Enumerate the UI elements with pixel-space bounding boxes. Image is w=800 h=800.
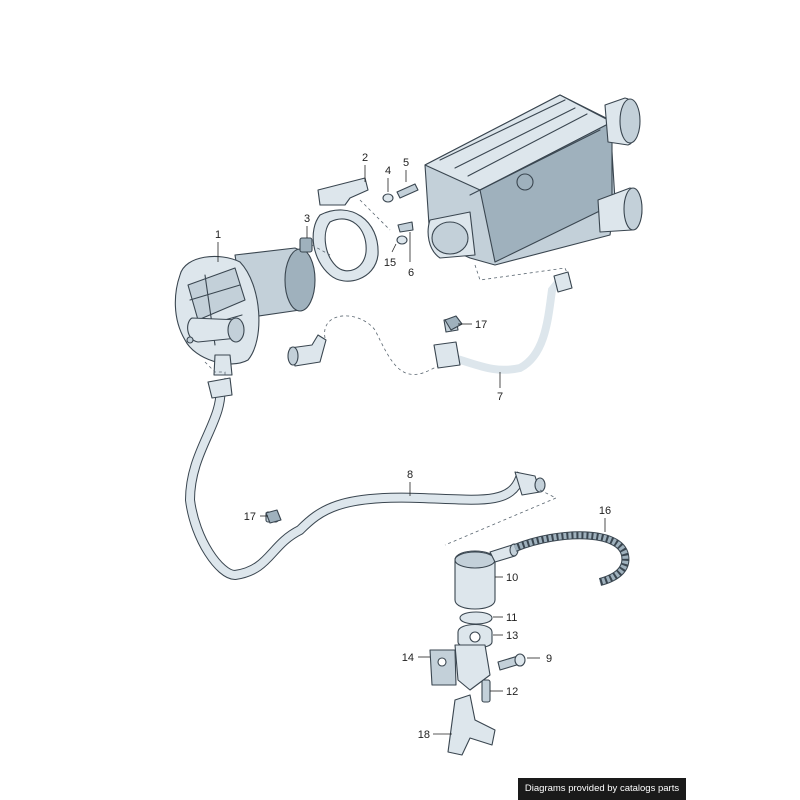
- part-label-6: 6: [408, 267, 414, 279]
- part-label-4: 4: [385, 165, 391, 177]
- gasket-11: [459, 611, 493, 625]
- elbow-connector: [287, 334, 327, 367]
- part-label-15: 15: [384, 257, 396, 269]
- part-label-2: 2: [362, 152, 368, 164]
- part-label-5: 5: [403, 157, 409, 169]
- elbow-dashline: [324, 315, 441, 375]
- part-label-17-lower: 17: [244, 511, 256, 523]
- hose-7: [433, 271, 573, 374]
- valve-mount-14: [429, 644, 491, 691]
- nut-17-lower: [265, 509, 282, 524]
- hose-16: [513, 531, 630, 586]
- air-filter-housing: [424, 94, 643, 266]
- part-label-7: 7: [497, 391, 503, 403]
- leader-15: [391, 243, 397, 253]
- flange-13: [457, 623, 493, 649]
- bracket-dashline: [311, 199, 391, 256]
- bolt-12: [481, 679, 491, 703]
- part-label-8: 8: [407, 469, 413, 481]
- bracket: [312, 177, 379, 282]
- part-label-9: 9: [546, 653, 552, 665]
- hose8-dashline: [444, 489, 557, 546]
- part-label-13: 13: [506, 630, 518, 642]
- part-label-10: 10: [506, 572, 518, 584]
- bolt-9: [497, 653, 526, 671]
- bracket-18: [447, 694, 496, 756]
- combi-valve-10: [454, 543, 519, 610]
- hose-8: [184, 377, 546, 581]
- part-label-3: 3: [304, 213, 310, 225]
- part-label-14: 14: [402, 652, 414, 664]
- part-label-1: 1: [215, 229, 221, 241]
- part-label-17-upper: 17: [475, 319, 487, 331]
- secondary-air-pump: [174, 247, 316, 376]
- part-label-16: 16: [599, 505, 611, 517]
- part-label-12: 12: [506, 686, 518, 698]
- part-label-18: 18: [418, 729, 430, 741]
- credit-banner: Diagrams provided by catalogs parts: [518, 778, 686, 800]
- part-label-11: 11: [506, 612, 517, 624]
